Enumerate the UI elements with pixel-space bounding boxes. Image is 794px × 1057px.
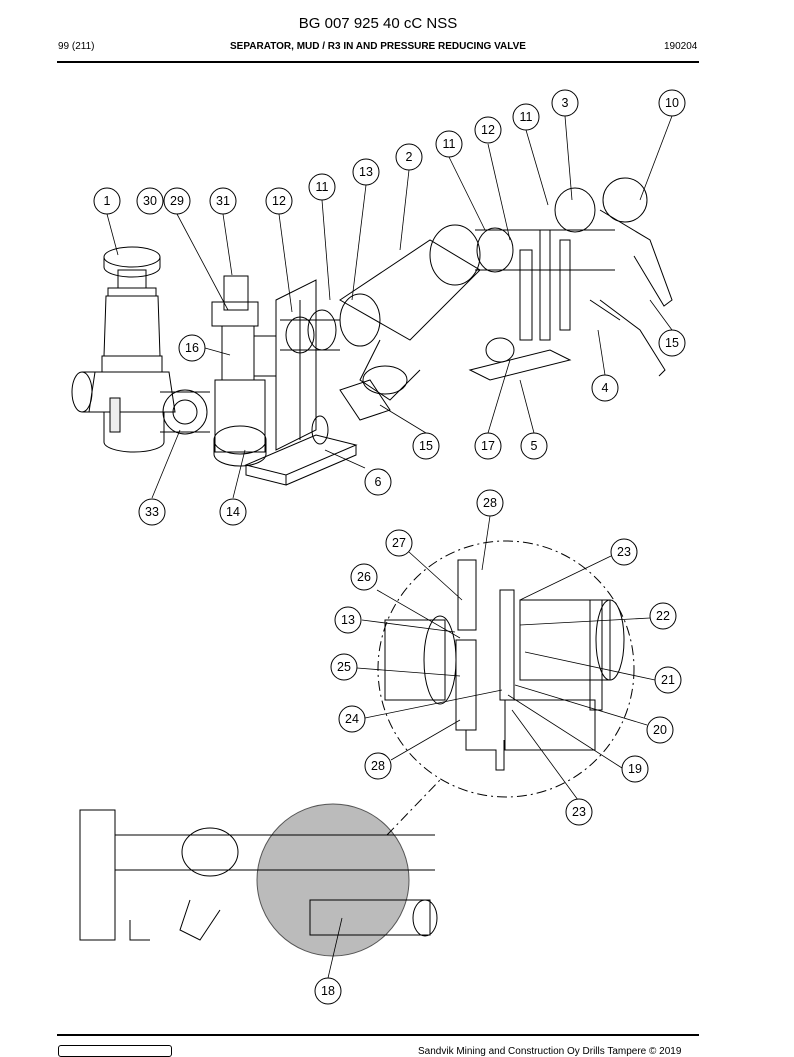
svg-text:26: 26 <box>357 570 371 584</box>
svg-text:18: 18 <box>321 984 335 998</box>
svg-text:1: 1 <box>104 194 111 208</box>
document-code: BG 007 925 40 cC NSS <box>298 15 458 32</box>
callout-11: 11 <box>308 173 336 201</box>
svg-text:22: 22 <box>656 609 670 623</box>
svg-text:28: 28 <box>371 759 385 773</box>
callout-18: 18 <box>314 977 342 1005</box>
callout-29: 29 <box>163 187 191 215</box>
callout-27: 27 <box>385 529 413 557</box>
callout-23: 23 <box>610 538 638 566</box>
leader-lines <box>106 115 673 979</box>
callout-17: 17 <box>474 432 502 460</box>
svg-text:3: 3 <box>562 96 569 110</box>
callout-16: 16 <box>178 334 206 362</box>
callout-13: 13 <box>352 158 380 186</box>
callout-2: 2 <box>395 143 423 171</box>
svg-text:16: 16 <box>185 341 199 355</box>
svg-text:31: 31 <box>216 194 230 208</box>
svg-text:25: 25 <box>337 660 351 674</box>
date-code: 190204 <box>664 41 698 52</box>
svg-text:17: 17 <box>481 439 495 453</box>
svg-text:12: 12 <box>481 123 495 137</box>
footer-rule <box>57 1034 699 1036</box>
callout-15: 15 <box>658 329 686 357</box>
hex-connector-drawing <box>280 309 340 354</box>
sandvik-logo <box>58 1045 172 1057</box>
svg-text:21: 21 <box>661 673 675 687</box>
callout-6: 6 <box>364 468 392 496</box>
callout-21: 21 <box>654 666 682 694</box>
callout-15: 15 <box>412 432 440 460</box>
svg-text:27: 27 <box>392 536 406 550</box>
callout-30: 30 <box>136 187 164 215</box>
callout-4: 4 <box>591 374 619 402</box>
detail-view-drawing <box>377 540 635 798</box>
overview-drawing <box>79 779 441 957</box>
callout-14: 14 <box>219 498 247 526</box>
svg-text:13: 13 <box>359 165 373 179</box>
page-title: SEPARATOR, MUD / R3 IN AND PRESSURE REDU… <box>230 41 526 52</box>
svg-text:20: 20 <box>653 723 667 737</box>
callout-19: 19 <box>621 755 649 783</box>
callout-3: 3 <box>551 89 579 117</box>
svg-text:11: 11 <box>443 137 456 151</box>
mud-separator-drawing <box>339 224 481 421</box>
svg-text:10: 10 <box>665 96 679 110</box>
svg-text:29: 29 <box>170 194 184 208</box>
svg-text:28: 28 <box>483 496 497 510</box>
svg-text:33: 33 <box>145 505 159 519</box>
svg-text:30: 30 <box>143 194 157 208</box>
svg-text:24: 24 <box>345 712 359 726</box>
callout-1: 1 <box>93 187 121 215</box>
svg-text:15: 15 <box>665 336 679 350</box>
footer-copyright: Sandvik Mining and Construction Oy Drill… <box>418 1046 682 1057</box>
callout-28: 28 <box>364 752 392 780</box>
svg-text:19: 19 <box>628 762 642 776</box>
callout-24: 24 <box>338 705 366 733</box>
svg-text:15: 15 <box>419 439 433 453</box>
elbow-fitting-drawing <box>160 379 267 467</box>
callout-13: 13 <box>334 606 362 634</box>
svg-text:23: 23 <box>617 545 631 559</box>
header-rule <box>57 61 699 63</box>
callout-12: 12 <box>474 116 502 144</box>
callout-11: 11 <box>435 130 463 158</box>
callout-12: 12 <box>265 187 293 215</box>
svg-text:5: 5 <box>531 439 538 453</box>
callout-26: 26 <box>350 563 378 591</box>
svg-text:4: 4 <box>602 381 609 395</box>
svg-text:14: 14 <box>226 505 240 519</box>
svg-text:12: 12 <box>272 194 286 208</box>
page-number: 99 (211) <box>58 41 95 52</box>
callout-31: 31 <box>209 187 237 215</box>
vertical-pipe-drawing <box>211 275 277 381</box>
callout-33: 33 <box>138 498 166 526</box>
svg-text:2: 2 <box>406 150 413 164</box>
svg-text:13: 13 <box>341 613 355 627</box>
svg-text:11: 11 <box>520 110 533 124</box>
callout-11: 11 <box>512 103 540 131</box>
svg-text:11: 11 <box>316 180 329 194</box>
callout-28: 28 <box>476 489 504 517</box>
mounting-bracket-drawing <box>244 279 358 486</box>
callout-5: 5 <box>520 432 548 460</box>
callout-20: 20 <box>646 716 674 744</box>
svg-text:23: 23 <box>572 805 586 819</box>
callout-23: 23 <box>565 798 593 826</box>
callout-10: 10 <box>658 89 686 117</box>
callout-22: 22 <box>649 602 677 630</box>
ball-valve-cluster-drawing <box>468 177 673 381</box>
svg-text:6: 6 <box>375 475 382 489</box>
callout-25: 25 <box>330 653 358 681</box>
pressure-reducing-valve-drawing <box>71 246 176 453</box>
